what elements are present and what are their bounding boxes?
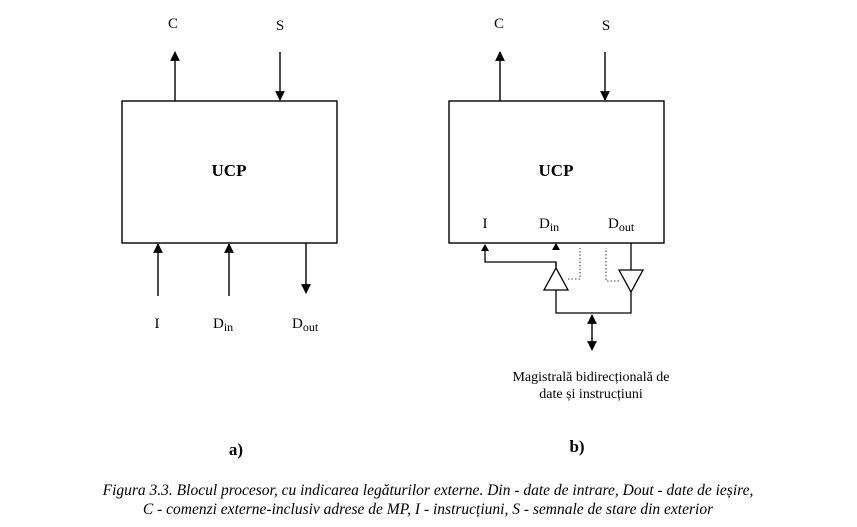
din-label-b: Din [539,216,559,234]
c-label-a: C [168,16,178,32]
bus-connection-path [555,290,632,314]
diagram-a: UCP C S I Din Dout a) [121,16,338,459]
bus-note-line2: date și instrucțiuni [539,387,643,402]
enable-dotted-in [568,248,581,280]
din-label-a: Din [213,316,233,334]
din-arrowhead-b [552,243,560,250]
output-buffer-triangle [617,269,645,294]
ucp-label-b: UCP [539,161,574,180]
diagram-b: UCP C S I Din Dout Magistrală bidirecțio… [448,16,670,456]
ucp-block-b [448,100,665,244]
panel-label-a: a) [229,440,243,459]
ucp-label-a: UCP [212,161,247,180]
bus-note-line1: Magistrală bidirecțională de [512,370,669,385]
dout-label-a: Dout [292,316,319,334]
s-label-a: S [276,18,284,34]
dout-label-b: Dout [608,216,635,234]
i-label-a: I [155,316,160,332]
input-buffer-triangle [542,266,570,291]
i-input-path-b [484,250,557,266]
i-label-b: I [483,216,488,232]
ucp-block-a [121,100,338,244]
panel-label-b: b) [569,437,584,456]
c-label-b: C [494,16,504,32]
s-label-b: S [602,18,610,34]
enable-dotted-out [605,248,619,282]
caption-line2: C - comenzi externe-inclusiv adrese de M… [143,501,714,518]
i-arrowhead-b [481,244,489,251]
caption-line1: Figura 3.3. Blocul procesor, cu indicare… [102,482,754,499]
